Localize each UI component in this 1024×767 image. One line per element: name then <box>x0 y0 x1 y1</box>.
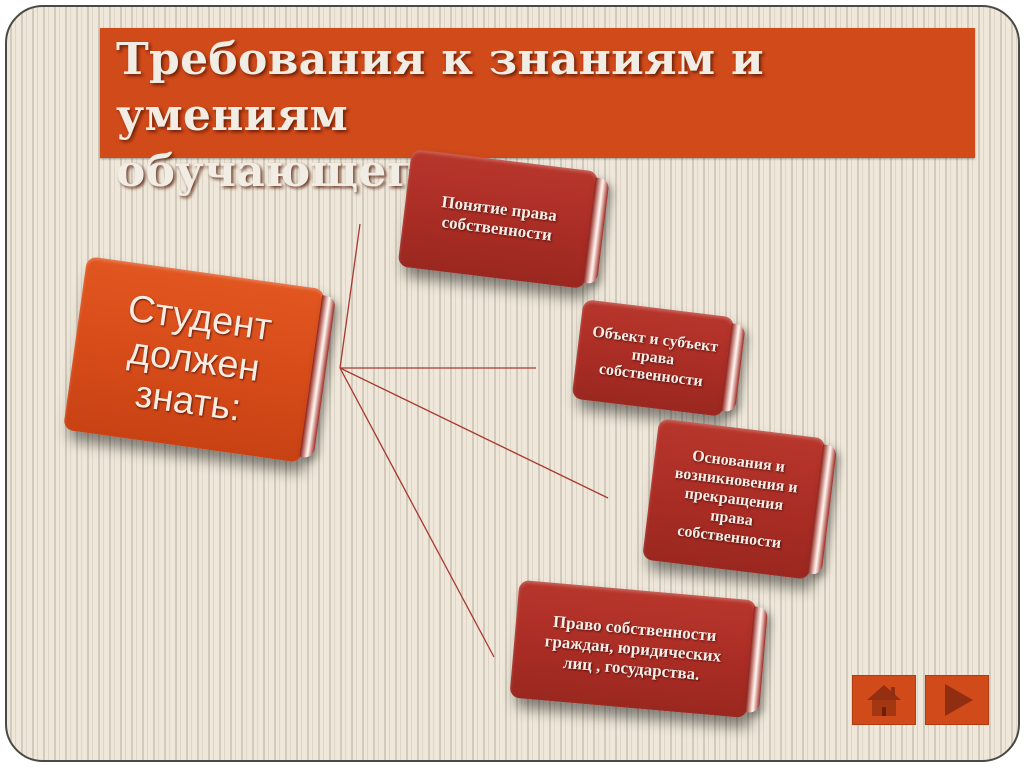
root-box-label: Студент должен знать: <box>125 287 275 430</box>
child-box-concept-of-ownership: Понятие права собственности <box>397 148 599 290</box>
home-icon <box>867 685 901 716</box>
child-box-label: Основания и возникновения и прекращения … <box>673 447 799 552</box>
title-bar: Требования к знаниям и умениям обучающег… <box>100 28 975 197</box>
root-box-student-must-know: Студент должен знать: <box>62 256 326 463</box>
child-box-label: Понятие права собственности <box>440 192 559 245</box>
child-box-label: Право собственности граждан, юридических… <box>544 611 723 684</box>
child-box-object-and-subject: Объект и субъект права собственности <box>571 299 735 417</box>
child-box-ownership-of-citizens: Право собственности граждан, юридических… <box>509 579 757 719</box>
next-slide-button[interactable] <box>925 675 989 725</box>
play-next-icon <box>945 684 973 716</box>
home-button[interactable] <box>852 675 916 725</box>
child-box-grounds-of-ownership: Основания и возникновения и прекращения … <box>641 418 827 580</box>
child-box-label: Объект и субъект права собственности <box>591 323 720 391</box>
